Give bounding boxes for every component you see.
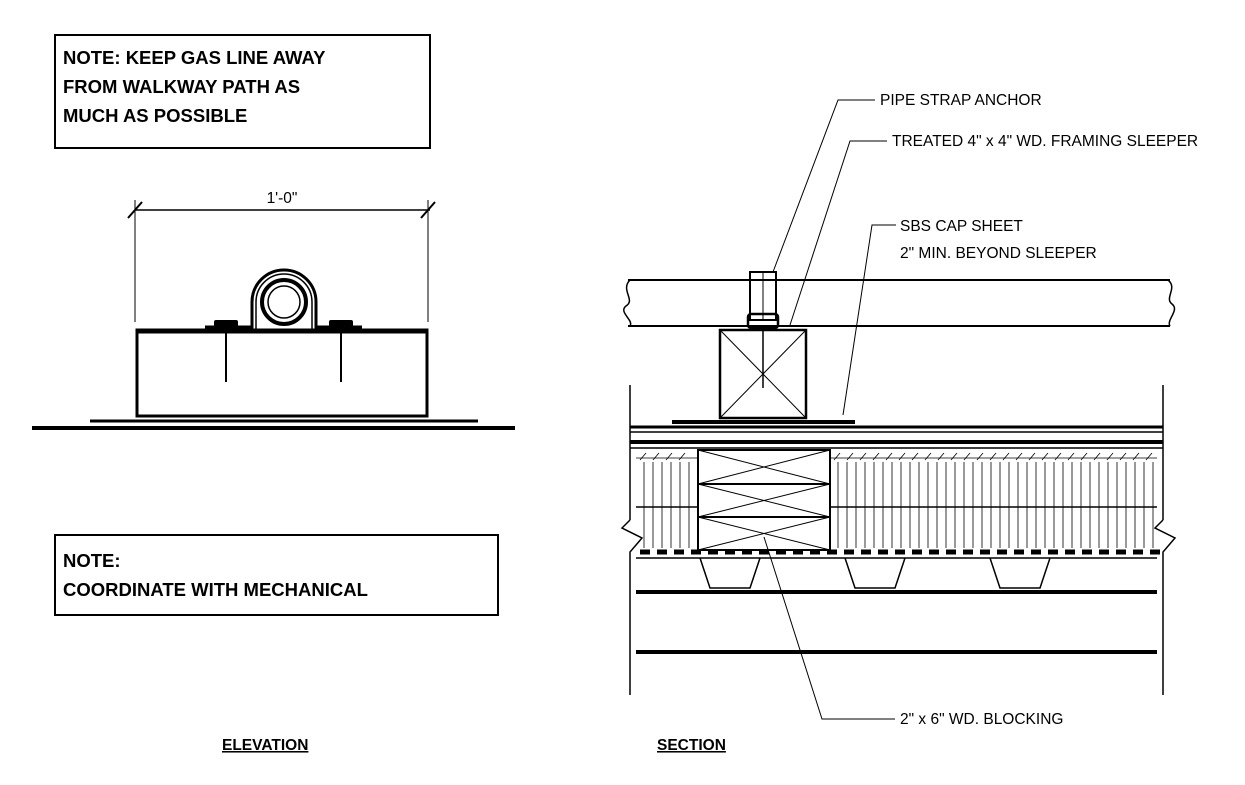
insulation-hatch-line bbox=[950, 452, 958, 461]
insulation-hatch-line bbox=[833, 452, 841, 461]
insulation-hatch-line bbox=[1067, 452, 1075, 461]
note-mechanical-line-1: NOTE: bbox=[63, 550, 121, 571]
insulation-hatch-line bbox=[1028, 452, 1036, 461]
section-blocking bbox=[697, 449, 831, 551]
note-walkway-line-2: FROM WALKWAY PATH AS bbox=[63, 76, 300, 97]
insulation-hatch-line bbox=[885, 452, 893, 461]
insulation-hatch-line bbox=[911, 452, 919, 461]
insulation-hatch-line bbox=[859, 452, 867, 461]
note-box-mechanical: NOTE: COORDINATE WITH MECHANICAL bbox=[54, 534, 499, 616]
insulation-hatch-line bbox=[846, 452, 854, 461]
note-walkway-line-1: NOTE: KEEP GAS LINE AWAY bbox=[63, 47, 326, 68]
section-leaders bbox=[763, 99, 896, 720]
section-title: SECTION bbox=[657, 737, 726, 754]
insulation-hatch-line bbox=[898, 452, 906, 461]
callout-sleeper: TREATED 4" x 4" WD. FRAMING SLEEPER bbox=[892, 133, 1198, 150]
insulation-hatch-line bbox=[1119, 452, 1127, 461]
elevation-title: ELEVATION bbox=[222, 737, 308, 754]
insulation-hatch-line bbox=[1106, 452, 1114, 461]
insulation-hatch-line bbox=[1015, 452, 1023, 461]
insulation-hatch-line bbox=[963, 452, 971, 461]
insulation-hatch-line bbox=[639, 452, 647, 461]
insulation-hatch-line bbox=[1132, 452, 1140, 461]
elevation-dimension: 1'-0" bbox=[127, 190, 436, 322]
insulation-hatch-line bbox=[665, 452, 673, 461]
insulation-hatch-line bbox=[989, 452, 997, 461]
note-mechanical-line-2: COORDINATE WITH MECHANICAL bbox=[63, 579, 368, 600]
insulation-hatch-line bbox=[1054, 452, 1062, 461]
section-pipe-strap bbox=[746, 271, 780, 388]
section-pipe bbox=[623, 279, 1176, 327]
insulation-hatch-line bbox=[937, 452, 945, 461]
insulation-hatch-line bbox=[1093, 452, 1101, 461]
elevation-view: 1'-0" ELEVATION bbox=[32, 190, 515, 754]
insulation-hatch-line bbox=[976, 452, 984, 461]
section-metal-deck bbox=[636, 557, 1157, 654]
insulation-hatch-line bbox=[1041, 452, 1049, 461]
insulation-hatch-line bbox=[1002, 452, 1010, 461]
note-walkway-line-3: MUCH AS POSSIBLE bbox=[63, 105, 247, 126]
insulation-hatch-line bbox=[924, 452, 932, 461]
callout-pipe-strap: PIPE STRAP ANCHOR bbox=[880, 92, 1042, 109]
insulation-hatch-line bbox=[1145, 452, 1153, 461]
insulation-hatch bbox=[636, 452, 1157, 548]
callout-blocking: 2" x 6" WD. BLOCKING bbox=[900, 711, 1063, 728]
insulation-hatch-line bbox=[678, 452, 686, 461]
callout-cap-sheet-line-2: 2" MIN. BEYOND SLEEPER bbox=[900, 245, 1097, 262]
section-view: PIPE STRAP ANCHOR TREATED 4" x 4" WD. FR… bbox=[620, 92, 1198, 754]
section-sleeper bbox=[718, 328, 808, 420]
insulation-hatch-line bbox=[872, 452, 880, 461]
insulation-hatch-line bbox=[652, 452, 660, 461]
insulation-hatch-line bbox=[1080, 452, 1088, 461]
callout-cap-sheet-line-1: SBS CAP SHEET bbox=[900, 218, 1023, 235]
note-box-walkway: NOTE: KEEP GAS LINE AWAY FROM WALKWAY PA… bbox=[54, 34, 431, 149]
elevation-dimension-label: 1'-0" bbox=[267, 190, 298, 207]
